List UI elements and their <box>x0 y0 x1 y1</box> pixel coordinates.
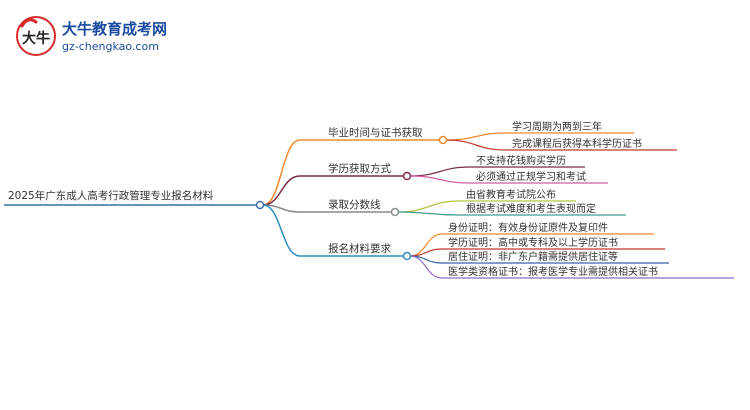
branch-node-label: 报名材料要求 <box>328 242 391 255</box>
branch-node-connector[interactable] <box>390 207 400 217</box>
leaf-edge <box>397 211 626 216</box>
leaf-edge <box>409 175 608 184</box>
leaf-node-label: 居住证明：非广东户籍需提供居住证等 <box>448 250 618 263</box>
leaf-node-label: 学历证明：高中或专科及以上学历证书 <box>448 236 618 249</box>
logo-url: gz-chengkao.com <box>62 40 159 53</box>
branch-node-label: 学历获取方式 <box>328 162 391 175</box>
mind-map-nodes: 2025年广东成人高考行政管理专业报名材料 毕业时间与证书获取 学习周期为两到三年完… <box>8 120 658 278</box>
branch-node-label: 毕业时间与证书获取 <box>328 126 423 139</box>
leaf-node-label: 完成课程后获得本科学历证书 <box>512 137 642 150</box>
branch-edge <box>262 139 440 206</box>
leaf-edge <box>409 255 734 279</box>
root-node-connector[interactable] <box>255 200 265 210</box>
root-node-label: 2025年广东成人高考行政管理专业报名材料 <box>8 189 214 202</box>
leaf-node-label: 学习周期为两到三年 <box>512 120 602 133</box>
leaf-edge <box>409 166 585 177</box>
leaf-node-label: 身份证明：有效身份证原件及复印件 <box>448 221 608 234</box>
leaf-node-label: 根据考试难度和考生表现而定 <box>466 202 596 215</box>
site-logo[interactable]: 大牛 大牛教育成考网 gz-chengkao.com <box>14 14 168 60</box>
branch-edge <box>262 204 404 257</box>
leaf-edge <box>445 132 634 141</box>
branch-node-connector[interactable] <box>402 171 412 181</box>
logo-mark-text: 大牛 <box>22 30 50 47</box>
leaf-node-label: 必须通过正规学习和考试 <box>476 170 586 183</box>
leaf-edge <box>445 139 677 151</box>
logo-title: 大牛教育成考网 <box>62 20 168 38</box>
branch-edge <box>262 204 392 213</box>
leaf-node-label: 由省教育考试院公布 <box>466 188 556 201</box>
branch-edge <box>262 175 404 206</box>
mind-map-edges <box>4 132 734 279</box>
branch-node-connector[interactable] <box>438 135 448 145</box>
bull-logo-icon: 大牛 <box>16 16 56 56</box>
leaf-node-label: 不支持花钱购买学历 <box>476 154 566 167</box>
leaf-node-label: 医学类资格证书：报考医学专业需提供相关证书 <box>448 265 658 278</box>
branch-node-connector[interactable] <box>402 251 412 261</box>
branch-node-label: 录取分数线 <box>328 198 381 211</box>
